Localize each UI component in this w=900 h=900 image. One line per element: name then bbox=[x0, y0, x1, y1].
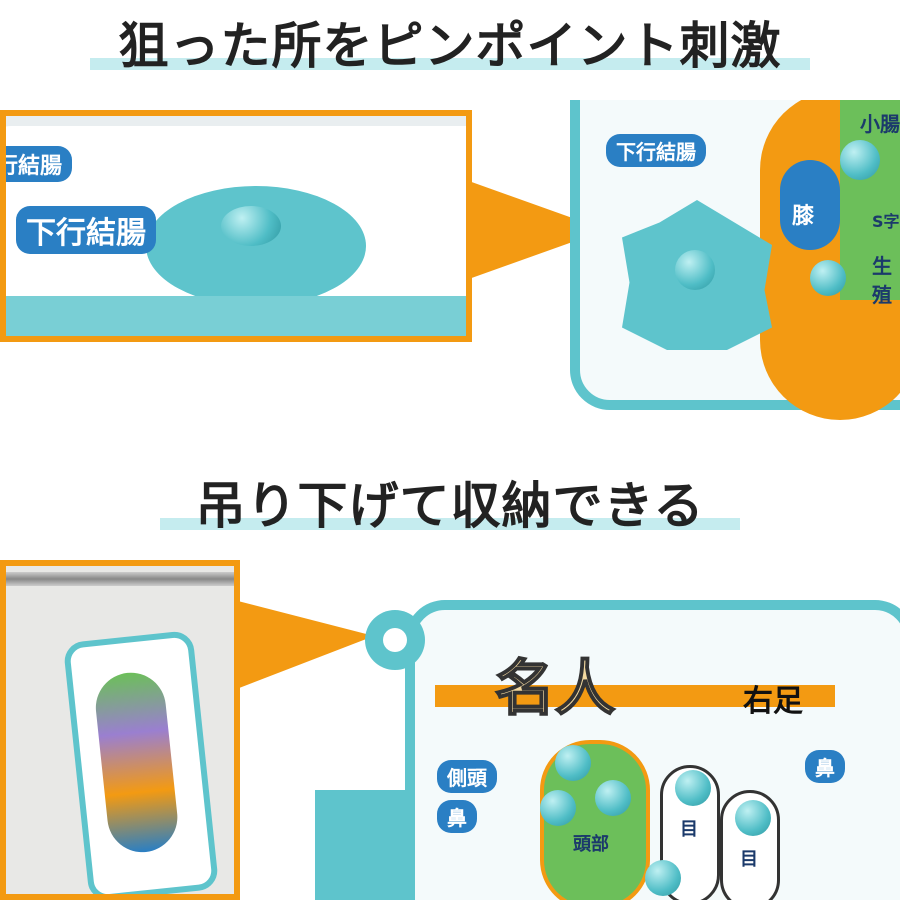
heading-top: 狙った所をピンポイント刺激 bbox=[0, 6, 900, 78]
label-sigmoid: S字 bbox=[872, 212, 900, 231]
label-head: 頭部 bbox=[573, 834, 609, 855]
hanging-board bbox=[62, 629, 220, 894]
closeup-photo-top: 行結腸 下行結腸 bbox=[0, 110, 472, 342]
label-nose-right: 鼻 bbox=[805, 750, 845, 783]
label-eye-1: 目 bbox=[680, 819, 698, 840]
label-colon-partial: 行結腸 bbox=[6, 146, 73, 182]
label-descending-colon-board: 下行結腸 bbox=[606, 134, 706, 167]
label-reproductive: 生殖 bbox=[872, 254, 892, 307]
label-descending-colon: 下行結腸 bbox=[16, 206, 156, 254]
label-eye-2: 目 bbox=[740, 849, 758, 870]
label-small-intestine: 小腸 bbox=[860, 112, 900, 136]
board-photo-bottom: 名人 右足 側頭 鼻 鼻 頭部 目 目 bbox=[315, 590, 900, 900]
heading-bottom: 吊り下げて収納できる bbox=[0, 466, 900, 538]
foot-side-label: 右足 bbox=[743, 684, 803, 719]
massage-nub-closeup bbox=[146, 186, 366, 306]
label-temporal: 側頭 bbox=[437, 760, 497, 793]
board-photo-top: 下行結腸 小腸 膝 S字 生殖 bbox=[560, 100, 900, 420]
board-title: 名人 bbox=[494, 653, 616, 725]
label-knee: 膝 bbox=[792, 204, 815, 229]
hanging-photo bbox=[0, 560, 240, 900]
label-nose-left: 鼻 bbox=[437, 800, 477, 833]
